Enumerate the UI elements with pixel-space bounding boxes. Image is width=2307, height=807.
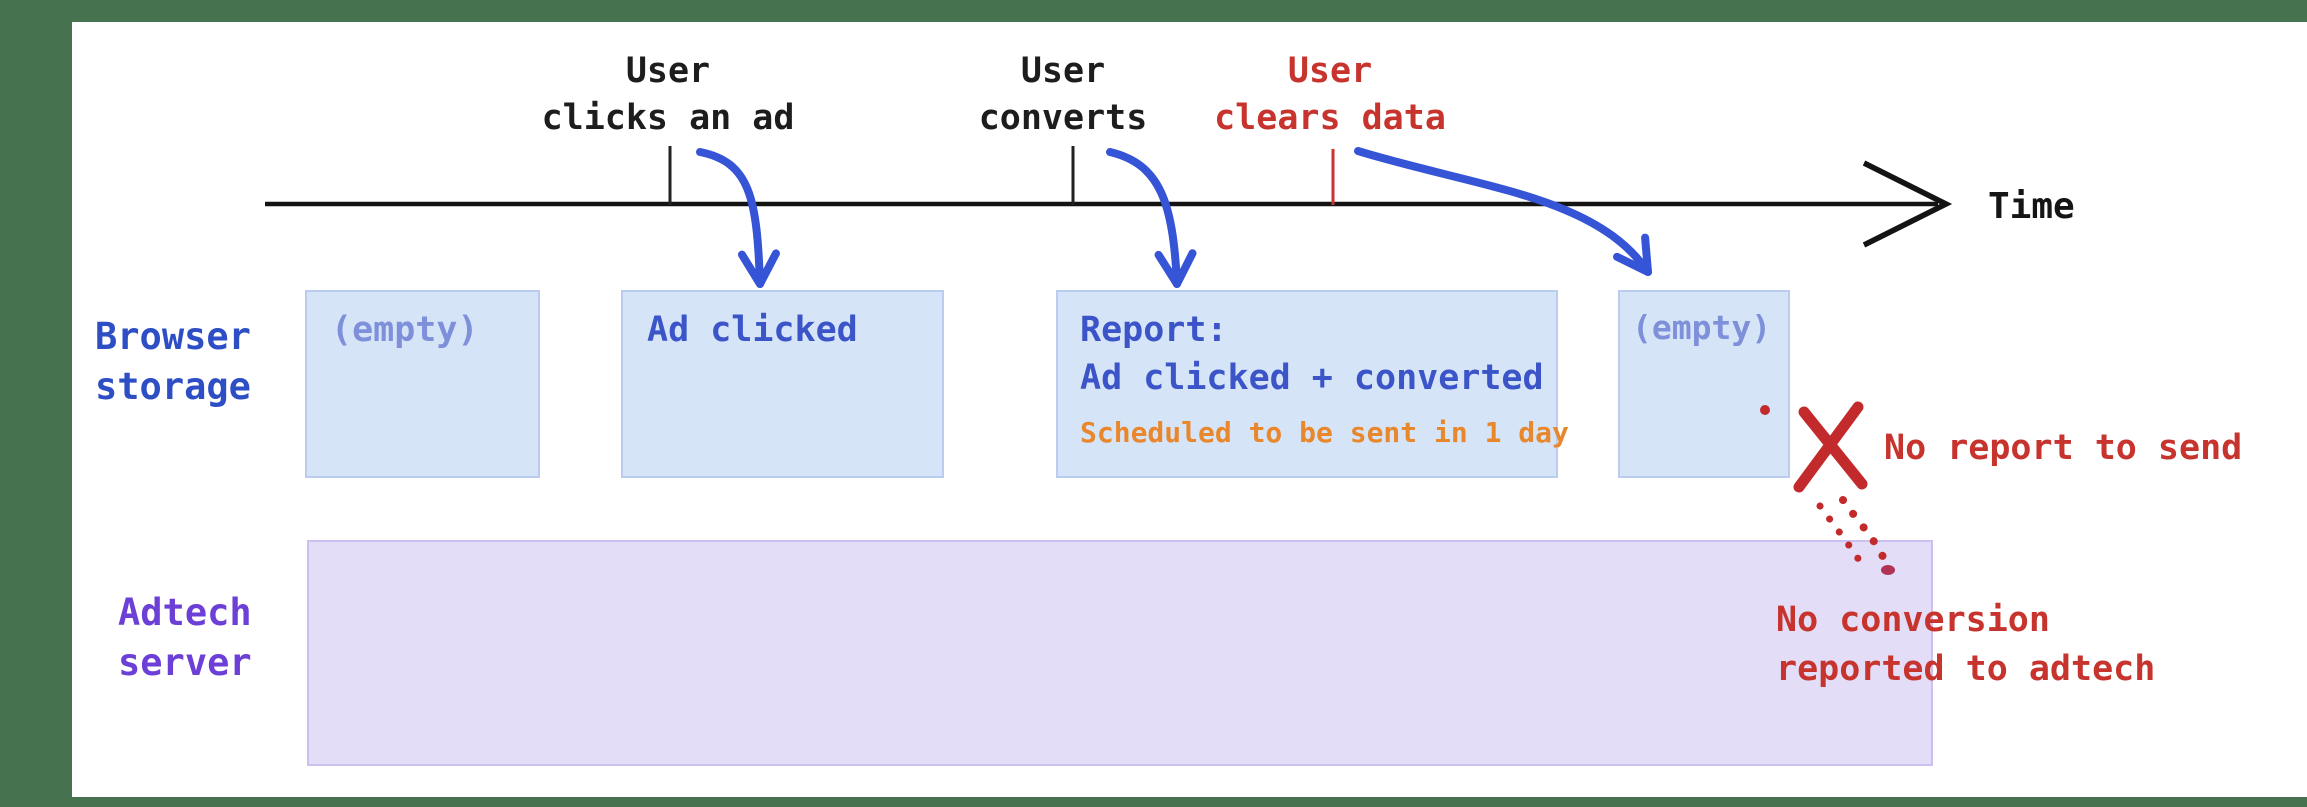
report-schedule-note: Scheduled to be sent in 1 day [1080,416,1569,449]
adtech-server-box [307,540,1933,766]
annotation-no-report-to-send: No report to send [1884,428,2243,468]
event-label-user-clicks-ad: User clicks an ad [542,48,795,142]
event-label-line2: clicks an ad [541,98,795,138]
time-axis-label: Time [1988,186,2075,227]
event-label-user-clears-data: User clears data [1214,48,1446,142]
adtech-server-row-label: Adtech server [118,588,252,688]
report-title: Report: [1080,310,1228,350]
event-label-line2: clears data [1214,98,1446,138]
storage-box-text: (empty) [1632,308,1772,347]
event-label-line2: converts [978,98,1148,138]
event-label-line1: User [625,51,711,91]
row-label-line2: storage [95,365,251,408]
event-label-line1: User [1020,51,1106,91]
row-label-line1: Browser [95,315,251,358]
storage-box-ad-clicked: Ad clicked [621,290,944,478]
storage-box-report: Report: Ad clicked + converted Scheduled… [1056,290,1569,478]
row-label-line2: server [118,641,252,684]
storage-box-empty-after-clear: (empty) [1618,290,1790,478]
row-label-line1: Adtech [118,591,252,634]
event-label-line1: User [1287,51,1373,91]
storage-box-text: (empty) [331,310,479,350]
annotation-line2: reported to adtech [1776,649,2156,689]
storage-box-empty-before-click: (empty) [305,290,540,478]
annotation-line1: No conversion [1776,600,2050,640]
event-label-user-converts: User converts [979,48,1148,142]
report-body: Ad clicked + converted [1080,358,1544,398]
annotation-no-conversion-reported: No conversion reported to adtech [1776,596,2155,694]
storage-box-text: Ad clicked [647,310,858,350]
browser-storage-row-label: Browser storage [95,312,251,412]
